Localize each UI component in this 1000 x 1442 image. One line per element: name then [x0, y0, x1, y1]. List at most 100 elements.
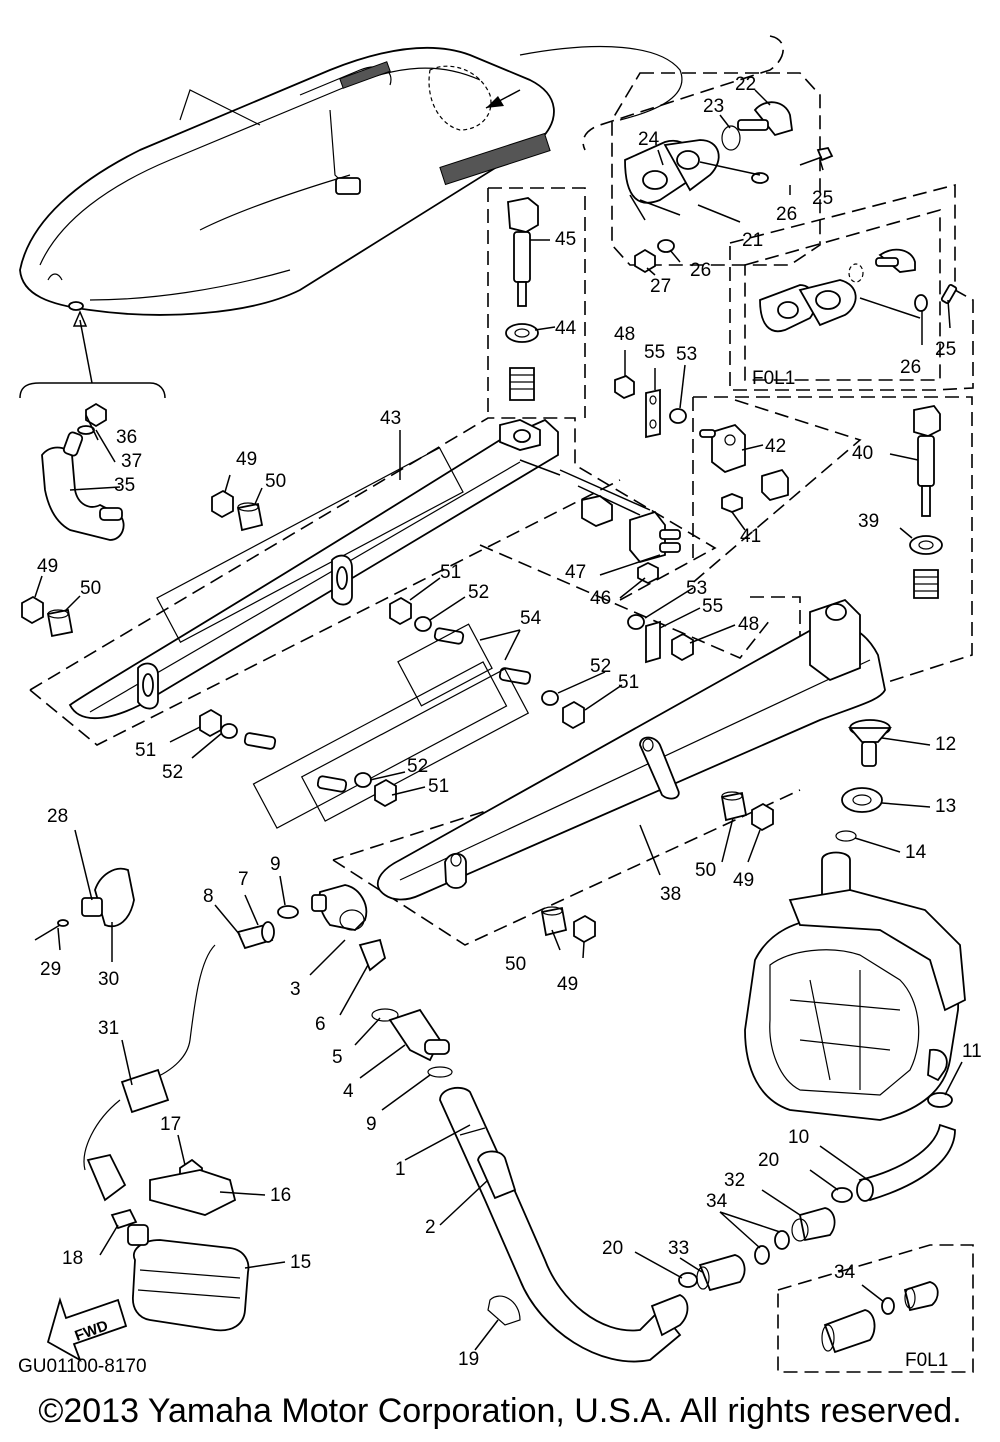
water-box-group: [110, 1158, 250, 1332]
callout-34-a: 34: [706, 1191, 728, 1212]
callout-3: 3: [290, 979, 301, 1000]
callout-29: 29: [40, 959, 61, 980]
callout-26-c: 26: [900, 357, 921, 378]
callout-33: 33: [668, 1238, 689, 1259]
callout-31: 31: [98, 1018, 119, 1039]
callout-50-b: 50: [80, 578, 101, 599]
callout-46: 46: [590, 588, 611, 609]
callout-28: 28: [47, 806, 68, 827]
callout-37: 37: [121, 451, 142, 472]
callout-17: 17: [160, 1114, 181, 1135]
cooling-hoses: [83, 884, 689, 1363]
callout-36: 36: [116, 427, 137, 448]
callout-55-b: 55: [702, 596, 723, 617]
callout-44: 44: [555, 318, 577, 339]
callout-38: 38: [660, 884, 681, 905]
callout-21: 21: [742, 230, 763, 251]
drain-plug-group: [582, 35, 834, 274]
callout-22: 22: [735, 74, 756, 95]
callout-50-a: 50: [265, 471, 286, 492]
bypass-fittings: [678, 1187, 853, 1292]
callout-20-b: 20: [602, 1238, 623, 1259]
callout-25-b: 25: [935, 339, 956, 360]
variant-label-top: F0L1: [752, 368, 795, 389]
callout-26-a: 26: [776, 204, 797, 225]
callout-32: 32: [724, 1170, 745, 1191]
callout-25-a: 25: [812, 188, 833, 209]
callout-8: 8: [203, 886, 214, 907]
part-callouts: 22 23 24 25 26 21 26 27 26 25 F0L1 45 44…: [18, 74, 982, 1377]
callout-39: 39: [858, 511, 879, 532]
variant-label-bottom: F0L1: [905, 1350, 948, 1371]
bracket-47: [629, 510, 681, 585]
callout-51-b: 51: [618, 672, 639, 693]
fasteners-sponson: [21, 489, 774, 944]
callout-23: 23: [703, 96, 724, 117]
callout-55-a: 55: [644, 342, 665, 363]
fastener-stack-upper: [614, 374, 687, 439]
callout-48-b: 48: [738, 614, 759, 635]
callout-51-a: 51: [440, 562, 461, 583]
callout-1: 1: [395, 1159, 406, 1180]
sponson-right-group: [332, 396, 973, 946]
callout-53-a: 53: [676, 344, 697, 365]
callout-34-b: 34: [834, 1262, 856, 1283]
callout-35: 35: [114, 475, 135, 496]
callout-13: 13: [935, 796, 956, 817]
callout-30: 30: [98, 969, 119, 990]
callout-49-a: 49: [236, 449, 257, 470]
callout-15: 15: [290, 1252, 311, 1273]
callout-48-a: 48: [614, 324, 635, 345]
callout-51-c: 51: [135, 740, 156, 761]
callout-47: 47: [565, 562, 586, 583]
callout-19: 19: [458, 1349, 479, 1370]
callout-2: 2: [425, 1217, 436, 1238]
callout-4: 4: [343, 1081, 354, 1102]
intake-nozzle-detail: [41, 402, 125, 541]
callout-50-c: 50: [695, 860, 716, 881]
callout-11: 11: [962, 1041, 982, 1062]
callout-49-d: 49: [557, 974, 578, 995]
callout-42: 42: [765, 436, 786, 457]
callout-7: 7: [238, 869, 249, 890]
variant-box-bottom: [777, 1244, 974, 1373]
leader-lines: [34, 89, 963, 1351]
callout-52-b: 52: [590, 656, 611, 677]
variant-box-top: [729, 183, 974, 391]
hose-clamp-28: [34, 867, 135, 941]
callout-18: 18: [62, 1248, 83, 1269]
sponson-left-group: [29, 187, 771, 746]
callout-41: 41: [740, 526, 761, 547]
callout-54: 54: [520, 608, 542, 629]
callout-27: 27: [650, 276, 671, 297]
callout-52-c: 52: [162, 762, 183, 783]
callout-12: 12: [935, 734, 956, 755]
callout-45: 45: [555, 229, 576, 250]
callout-24: 24: [638, 129, 660, 150]
callout-40: 40: [852, 443, 873, 464]
jet-pump-housing: [744, 719, 966, 1202]
callout-49-c: 49: [733, 870, 754, 891]
callout-6: 6: [315, 1014, 326, 1035]
callout-52-a: 52: [468, 582, 489, 603]
pitot-fitting-column: [505, 197, 539, 401]
callout-49-b: 49: [37, 556, 58, 577]
fwd-arrow-icon: FWD: [46, 1296, 128, 1362]
callout-51-d: 51: [428, 776, 449, 797]
callout-50-d: 50: [505, 954, 526, 975]
callout-26-b: 26: [690, 260, 711, 281]
callout-10: 10: [788, 1127, 809, 1148]
callout-5: 5: [332, 1047, 343, 1068]
callout-16: 16: [270, 1185, 291, 1206]
watercraft-illustration: [19, 45, 683, 399]
copyright-notice: ©2013 Yamaha Motor Corporation, U.S.A. A…: [38, 1392, 962, 1430]
callout-14: 14: [905, 842, 927, 863]
callout-53-b: 53: [686, 578, 707, 599]
callout-20-a: 20: [758, 1150, 779, 1171]
callout-43: 43: [380, 408, 401, 429]
callout-9-b: 9: [366, 1114, 377, 1135]
diagram-code: GU01100-8170: [18, 1356, 147, 1377]
callout-9-a: 9: [270, 854, 281, 875]
callout-52-d: 52: [407, 756, 428, 777]
